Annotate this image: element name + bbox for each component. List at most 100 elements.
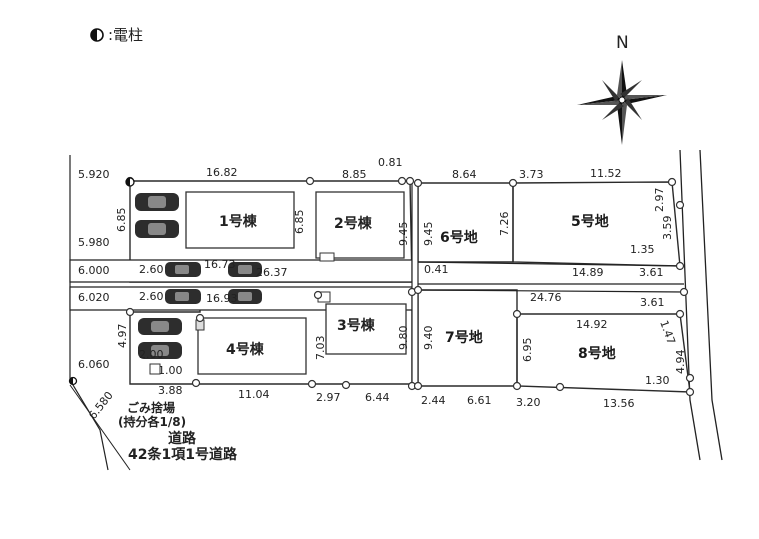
lot-7-label: 7号地 — [445, 329, 483, 346]
dimension-label: 2.60 — [139, 263, 164, 276]
boundary-point — [195, 313, 205, 323]
dimension-label: 7.03 — [314, 336, 327, 361]
dimension-label: 9.40 — [422, 326, 435, 351]
road-width-label: 5.980 — [78, 236, 110, 249]
dimension-label: 9.80 — [397, 326, 410, 351]
boundary-point — [685, 373, 695, 383]
dimension-label: 16.93 — [206, 292, 238, 305]
car-icon — [138, 342, 182, 359]
utility-poles — [68, 177, 135, 386]
compass: N — [577, 33, 667, 145]
dimension-label: 14.92 — [576, 318, 608, 331]
dimension-label: 4.97 — [116, 324, 129, 349]
boundary-point — [685, 387, 695, 397]
road-width-label: 6.060 — [78, 358, 110, 371]
boundary-point — [555, 382, 565, 392]
lot-5-label: 5号地 — [571, 213, 609, 230]
compass-rose-icon — [577, 60, 667, 145]
car-icon — [228, 262, 262, 277]
dimension-label: 6.61 — [467, 394, 492, 407]
utility-pole-icon-half — [91, 29, 97, 41]
dimension-label: 1.47 — [657, 319, 678, 346]
dimension-label: 3.59 — [661, 216, 674, 241]
garbage-label-1: ごみ捨場 — [127, 400, 175, 415]
boundary-point — [313, 290, 323, 300]
lot-6-label: 6号地 — [440, 229, 478, 246]
dimension-label: 1.00 — [158, 364, 183, 377]
road-width-label: 6.020 — [78, 291, 110, 304]
dimension-label: 3.20 — [516, 396, 541, 409]
dimension-label: 3.61 — [640, 296, 665, 309]
boundary-point — [413, 178, 423, 188]
dimension-label: 26.37 — [256, 266, 288, 279]
building-2-label: 2号棟 — [334, 215, 373, 232]
dimension-label: 0.81 — [378, 156, 403, 169]
boundary-point — [508, 178, 518, 188]
boundary-point — [675, 200, 685, 210]
building-3 — [325, 303, 407, 355]
dimension-label: 11.52 — [590, 167, 622, 180]
dimension-label: 6.85 — [115, 208, 128, 233]
boundary-point — [667, 177, 677, 187]
boundary-point — [413, 285, 423, 295]
building-4 — [197, 317, 307, 375]
road-width-label: 6.580 — [86, 389, 116, 422]
lot-8-label: 8号地 — [578, 345, 616, 362]
dimension-label: 7.26 — [498, 212, 511, 237]
dimension-label: 13.56 — [603, 397, 635, 410]
parking — [135, 193, 262, 359]
dimension-label: 16.73 — [204, 258, 236, 271]
road-label: 道路 — [168, 430, 197, 447]
dimension-label: 14.89 — [572, 266, 604, 279]
car-icon — [135, 193, 179, 211]
dimension-label: 11.04 — [238, 388, 270, 401]
boundary-point — [305, 176, 315, 186]
garbage-area — [149, 363, 161, 375]
car-icon — [165, 289, 201, 304]
legend: :電柱 — [90, 26, 143, 44]
boundary-point — [413, 381, 423, 391]
boundary-point — [307, 379, 317, 389]
utility-pole-icon — [68, 376, 78, 386]
north-label: N — [616, 33, 629, 53]
building-2 — [315, 191, 405, 259]
dimension-label: 2.97 — [653, 188, 666, 213]
boundary-point — [405, 176, 415, 186]
car-icon — [228, 289, 262, 304]
dimension-label: 16.82 — [206, 166, 238, 179]
road-width-label: 5.920 — [78, 168, 110, 181]
boundary-point — [512, 381, 522, 391]
dimension-label: 6.95 — [521, 338, 534, 363]
garbage-label-2: (持分各1/8) — [118, 414, 186, 429]
boundary-points — [125, 176, 695, 397]
boundary-point — [679, 287, 689, 297]
boundary-point — [675, 309, 685, 319]
dimension-label: 2.97 — [316, 391, 341, 404]
dimension-label: 2.60 — [139, 290, 164, 303]
road-width-label: 6.000 — [78, 264, 110, 277]
boundary-point — [341, 380, 351, 390]
road-type-label: 42条1項1号道路 — [128, 446, 238, 463]
dimension-label: 2.00 — [139, 348, 164, 361]
dimension-label: 24.76 — [530, 291, 562, 304]
car-icon — [165, 262, 201, 277]
car-icon — [138, 318, 182, 335]
dimension-label: 3.88 — [158, 384, 183, 397]
dimension-label: 6.85 — [293, 210, 306, 235]
dimension-label: 3.61 — [639, 266, 664, 279]
dimension-label: 6.44 — [365, 391, 390, 404]
boundary-point — [125, 307, 135, 317]
dimension-label: 1.35 — [630, 243, 655, 256]
dimension-label: 8.85 — [342, 168, 367, 181]
dimension-label: 2.44 — [421, 394, 446, 407]
car-icon — [135, 220, 179, 238]
dimension-label: 0.41 — [424, 263, 449, 276]
building-1 — [185, 191, 295, 249]
building-4-label: 4号棟 — [226, 341, 265, 358]
building-3-label: 3号棟 — [337, 317, 376, 334]
dimension-label: 9.45 — [397, 222, 410, 247]
legend-label: :電柱 — [108, 26, 143, 44]
boundary-point — [675, 261, 685, 271]
dimension-label: 8.64 — [452, 168, 477, 181]
